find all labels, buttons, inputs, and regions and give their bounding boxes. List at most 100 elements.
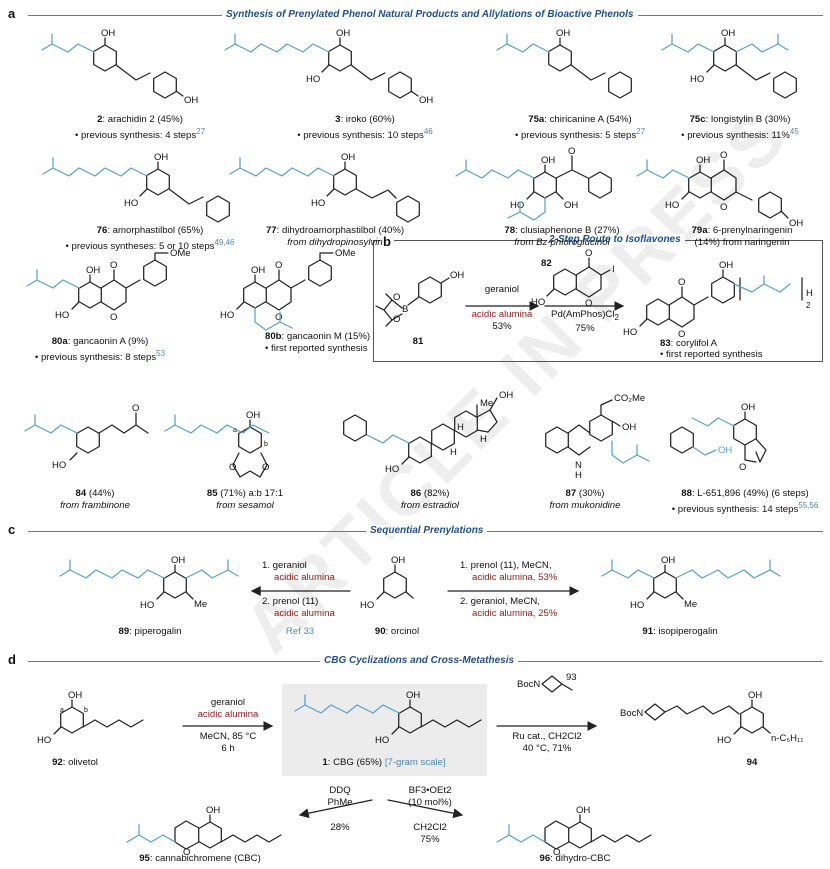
- name-75c: : longistylin B (30%): [705, 114, 791, 125]
- label-80b: 80b: gancaonin M (15%): [265, 331, 370, 342]
- panel-d-reagent: geraniol: [210, 697, 246, 708]
- svg-text:B: B: [402, 304, 408, 315]
- svg-text:OH: OH: [184, 95, 198, 106]
- svg-text:HO: HO: [385, 464, 399, 475]
- panel-c-title: Sequential Prenylations: [366, 525, 488, 536]
- num-87: 87: [565, 488, 577, 499]
- name-92: : olivetol: [62, 757, 98, 768]
- svg-text:O: O: [275, 312, 282, 323]
- svg-text:O: O: [393, 292, 400, 303]
- svg-text:OH: OH: [789, 218, 803, 229]
- product-94-structure: BocN OH HO n-C₅H₁₁: [620, 690, 803, 746]
- svg-text:n-C₅H₁₁: n-C₅H₁₁: [771, 733, 803, 744]
- name-80a: : gancaonin A (9%): [67, 336, 149, 347]
- label-87: 87 (30%): [566, 488, 605, 499]
- num-2: 2: [97, 114, 103, 125]
- ref-2: 27: [196, 127, 206, 136]
- num-75a: 75a: [528, 114, 545, 125]
- svg-text:OH: OH: [661, 555, 675, 566]
- panel-a-title: Synthesis of Prenylated Phenol Natural P…: [222, 9, 638, 20]
- svg-text:HO: HO: [311, 198, 325, 209]
- ref-76: 49,46: [214, 238, 235, 247]
- svg-text:O: O: [262, 462, 269, 473]
- dihydro-cbc-96-structure: O OH: [496, 805, 652, 858]
- boronate-81-structure: OH B OO: [375, 270, 464, 327]
- name-87: (30%): [576, 488, 605, 499]
- panel-b-title: 2-Step Route to Isoflavones: [545, 234, 685, 245]
- name-80b: : gancaonin M (15%): [281, 331, 371, 342]
- note-80b: • first reported synthesis: [265, 343, 368, 354]
- svg-text:HO: HO: [306, 74, 320, 85]
- name-85: (71%) a:b 17:1: [217, 488, 284, 499]
- svg-text:H: H: [450, 447, 457, 458]
- svg-text:HO: HO: [717, 735, 731, 746]
- frambinone-derivative-84-structure: O HO: [24, 403, 149, 471]
- svg-text:Me: Me: [480, 398, 493, 409]
- label-75c: 75c: longistylin B (30%): [690, 114, 791, 125]
- note-75c-text: • previous synthesis: 11%: [681, 130, 790, 142]
- name-91: : isopiperogalin: [653, 626, 718, 637]
- num-88: 88: [681, 488, 692, 499]
- isopiperogalin-91-structure: OH HO Me: [601, 555, 781, 611]
- panel-b-yield2: 75%: [575, 323, 595, 334]
- label-83: 83: corylifol A: [660, 338, 717, 349]
- svg-text:OH: OH: [541, 155, 555, 166]
- panel-d-bf3-arrow: [387, 799, 464, 819]
- svg-text:N: N: [575, 460, 582, 471]
- name-83: : corylifol A: [670, 338, 718, 349]
- ref-75c: 45: [789, 127, 799, 136]
- num-95: 95: [139, 853, 150, 864]
- svg-text:HO: HO: [55, 310, 69, 321]
- num-78: 78: [504, 225, 516, 236]
- svg-text:OMe: OMe: [335, 248, 356, 259]
- mukonidine-derivative-87-structure: NH CO₂Me OH: [545, 393, 650, 481]
- panel-d-bf3-solv: CH2Cl2: [413, 822, 447, 833]
- panel-d-ddq-arrow: [298, 799, 373, 819]
- svg-text:O: O: [585, 248, 592, 259]
- svg-text:BocN: BocN: [517, 679, 540, 690]
- label-91: 91: isopiperogalin: [642, 626, 717, 637]
- note-80a-text: • previous synthesis: 8 steps: [34, 352, 157, 364]
- panel-b-reagent1: geraniol: [484, 284, 520, 295]
- svg-text:HO: HO: [220, 310, 234, 321]
- num-76: 76: [96, 225, 108, 236]
- label-78: 78: clusiaphenone B (27%): [504, 225, 619, 236]
- note-75a: • previous synthesis: 5 steps27: [515, 126, 645, 141]
- name-86: (82%): [421, 488, 450, 499]
- svg-text:OH: OH: [696, 155, 710, 166]
- panel-c-right-cond1: acidic alumina, 53%: [472, 572, 558, 583]
- note-83: • first reported synthesis: [660, 349, 763, 360]
- ref-3: 46: [423, 127, 433, 136]
- label-85: 85 (71%) a:b 17:1: [207, 488, 283, 499]
- num-79a: 79a: [691, 225, 708, 236]
- label-89: 89: piperogalin: [119, 626, 182, 637]
- ref-75a: 27: [636, 127, 646, 136]
- ref-88: 55,56: [798, 501, 819, 510]
- svg-text:OH: OH: [450, 270, 464, 281]
- num-80a: 80a: [51, 336, 68, 347]
- svg-text:O: O: [183, 847, 190, 858]
- label-90: 90: orcinol: [375, 626, 419, 637]
- svg-text:OH: OH: [101, 28, 115, 39]
- svg-text:O: O: [720, 202, 727, 213]
- panel-b-cond1: acidic alumina: [471, 309, 533, 320]
- panel-c-left-cond2: acidic alumina: [274, 608, 335, 619]
- svg-text:H: H: [480, 434, 487, 445]
- note-79a: (14%) from naringenin: [694, 237, 790, 248]
- panel-d-cm-temp: 40 °C, 71%: [522, 743, 572, 754]
- num-83: 83: [660, 338, 671, 349]
- svg-text:Me: Me: [684, 599, 697, 610]
- name-78: : clusiaphenone B (27%): [515, 225, 620, 236]
- catalyst-text: Pd(AmPhos)Cl: [551, 309, 615, 320]
- panel-d-ddq-solv: PhMe: [327, 797, 353, 808]
- label-3: 3: iroko (60%): [335, 114, 395, 125]
- label-76: 76: amorphastilbol (65%): [97, 225, 204, 236]
- svg-text:H: H: [457, 422, 464, 433]
- name-3: : iroko (60%): [340, 114, 395, 125]
- label-88: 88: L-651,896 (49%) (6 steps): [681, 488, 808, 499]
- l651896-88-structure: OH O OH: [670, 402, 767, 473]
- panel-d-cm-cat: Ru cat., CH2Cl2: [512, 731, 582, 742]
- svg-text:HO: HO: [37, 735, 51, 746]
- gancaonin-a-structure: O O OH HO OMe: [26, 248, 191, 323]
